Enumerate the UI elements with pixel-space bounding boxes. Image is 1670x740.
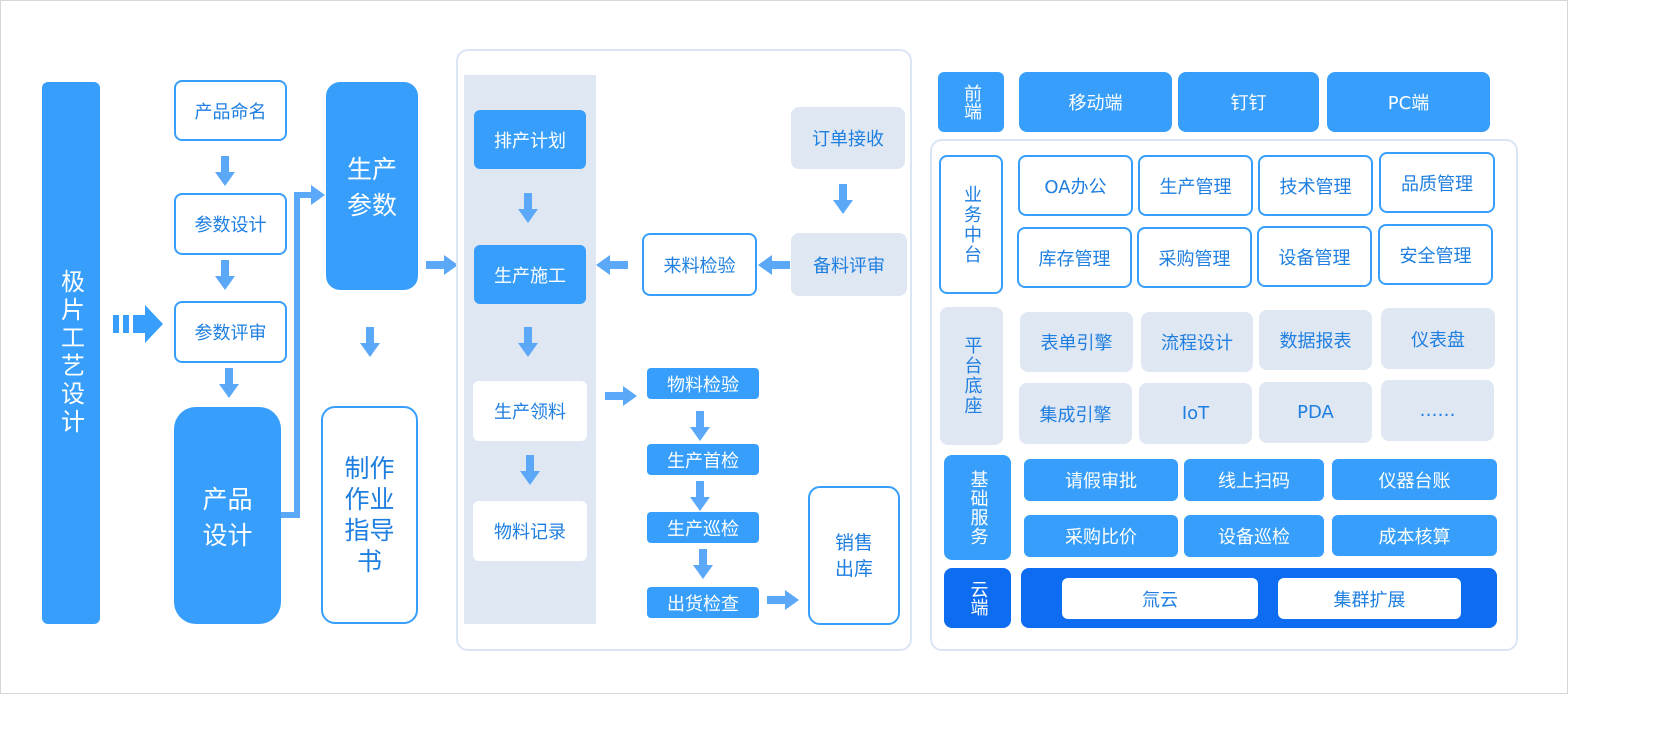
- business-purchase: 采购管理: [1137, 227, 1252, 288]
- arrow-down-icon: [520, 455, 540, 485]
- frontend-pc: PC端: [1327, 72, 1490, 132]
- node-prep-review: 备料评审: [791, 233, 907, 296]
- arrow-down-icon: [215, 156, 235, 186]
- business-oa: OA办公: [1018, 155, 1133, 216]
- arrow-down-icon: [215, 260, 235, 290]
- arrow-down-icon: [360, 327, 380, 357]
- node-order-receive: 订单接收: [791, 107, 905, 169]
- entry-arrow-icon: [113, 305, 163, 343]
- platform-integration-engine: 集成引擎: [1019, 383, 1132, 444]
- arrow-right-icon: [605, 386, 637, 406]
- node-material-check: 物料检验: [647, 368, 759, 399]
- basic-cost-accounting: 成本核算: [1332, 515, 1497, 556]
- connector-arrow-icon: [281, 185, 325, 518]
- node-sales-out: 销售 出库: [808, 486, 900, 625]
- diagram-canvas: 极片工艺设计 产品命名 参数设计 参数评审 产品 设计 生产 参数 制作 作业 …: [0, 0, 1568, 694]
- arrow-down-icon: [833, 184, 853, 214]
- node-material-record: 物料记录: [473, 501, 587, 561]
- arrow-right-icon: [767, 590, 799, 610]
- platform-flow-design: 流程设计: [1141, 312, 1253, 372]
- basic-leave-approval: 请假审批: [1024, 459, 1178, 501]
- process-title: 极片工艺设计: [56, 269, 85, 437]
- frontend-dingtalk: 钉钉: [1178, 72, 1319, 132]
- business-equipment: 设备管理: [1257, 226, 1372, 287]
- cloud-cluster-expand: 集群扩展: [1278, 578, 1461, 619]
- frontend-label: 前端: [938, 72, 1004, 132]
- process-title-bar: 极片工艺设计: [42, 82, 100, 624]
- arrow-down-icon: [518, 327, 538, 357]
- business-label: 业务中台: [939, 155, 1003, 294]
- step-param-review: 参数评审: [174, 301, 287, 363]
- platform-label: 平台底座: [940, 307, 1003, 445]
- business-quality: 品质管理: [1379, 152, 1495, 213]
- cloud-label: 云端: [944, 568, 1011, 628]
- cloud-h3yun: 氚云: [1062, 578, 1258, 619]
- business-inventory: 库存管理: [1017, 227, 1132, 288]
- arrow-down-icon: [693, 549, 713, 579]
- arrow-left-icon: [758, 255, 790, 275]
- platform-form-engine: 表单引擎: [1020, 312, 1133, 372]
- node-ship-check: 出货检查: [647, 587, 759, 618]
- node-production-plan: 排产计划: [474, 110, 586, 169]
- basic-instrument-ledger: 仪器台账: [1332, 459, 1497, 500]
- basic-equipment-patrol: 设备巡检: [1184, 515, 1324, 557]
- platform-data-report: 数据报表: [1259, 310, 1372, 370]
- platform-more: ……: [1381, 380, 1494, 441]
- basic-label: 基础服务: [944, 455, 1011, 560]
- product-design-box: 产品 设计: [174, 407, 281, 624]
- node-incoming-check: 来料检验: [642, 233, 757, 296]
- arrow-down-icon: [690, 411, 710, 441]
- production-params-box: 生产 参数: [326, 82, 418, 290]
- platform-iot: IoT: [1139, 383, 1252, 444]
- platform-pda: PDA: [1259, 382, 1372, 443]
- platform-dashboard: 仪表盘: [1381, 308, 1495, 369]
- node-patrol-check: 生产巡检: [647, 512, 759, 543]
- arrow-down-icon: [219, 368, 239, 398]
- business-production: 生产管理: [1138, 155, 1253, 216]
- node-production-construct: 生产施工: [474, 245, 586, 304]
- basic-online-scan: 线上扫码: [1184, 459, 1324, 501]
- frontend-mobile: 移动端: [1019, 72, 1172, 132]
- node-first-check: 生产首检: [647, 444, 759, 475]
- basic-purchase-compare: 采购比价: [1024, 515, 1178, 557]
- instruction-book-box: 制作 作业 指导 书: [321, 406, 418, 624]
- node-material-pick: 生产领料: [473, 381, 587, 441]
- business-technology: 技术管理: [1258, 155, 1373, 216]
- step-param-design: 参数设计: [174, 193, 287, 255]
- arrow-down-icon: [690, 481, 710, 511]
- arrow-left-icon: [596, 255, 628, 275]
- business-safety: 安全管理: [1378, 224, 1493, 285]
- arrow-down-icon: [518, 193, 538, 223]
- arrow-right-icon: [426, 255, 458, 275]
- step-product-naming: 产品命名: [174, 80, 287, 141]
